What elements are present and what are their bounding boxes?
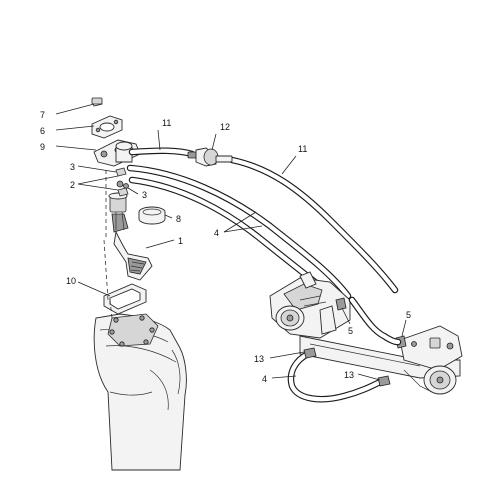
callout-5-left: 5 bbox=[348, 326, 353, 336]
callout-6: 6 bbox=[40, 126, 45, 136]
callout-11-right: 11 bbox=[298, 144, 307, 154]
hose-right-connection bbox=[348, 296, 402, 346]
tank-flange bbox=[107, 313, 159, 347]
nut bbox=[91, 97, 103, 107]
fuel-tank bbox=[93, 313, 187, 471]
fuel-pump-assembly bbox=[103, 170, 153, 319]
hose-clamps-and-fittings bbox=[115, 167, 129, 197]
callout-10: 10 bbox=[66, 276, 76, 286]
gasket bbox=[103, 283, 147, 315]
callout-4-lower: 4 bbox=[262, 374, 267, 384]
callout-7: 7 bbox=[40, 110, 45, 120]
callout-13-right: 13 bbox=[344, 370, 354, 380]
callout-12: 12 bbox=[220, 122, 230, 132]
clamp-ring bbox=[138, 206, 166, 225]
pump-cover-flange bbox=[93, 139, 141, 167]
hose-clamp-5-left bbox=[335, 297, 347, 311]
hose-clamp-13-right bbox=[377, 375, 391, 387]
callout-4-upper: 4 bbox=[214, 228, 219, 238]
callout-11-upper: 11 bbox=[162, 118, 171, 128]
hose-clamp-13-left bbox=[303, 347, 317, 359]
callout-8: 8 bbox=[176, 214, 181, 224]
hose-4-crossover bbox=[287, 350, 384, 403]
callout-3-upper: 3 bbox=[70, 162, 75, 172]
inline-fuel-filter bbox=[187, 147, 233, 167]
callout-1: 1 bbox=[178, 236, 183, 246]
callout-5-right: 5 bbox=[406, 310, 411, 320]
callout-13-left: 13 bbox=[254, 354, 264, 364]
callout-3-lower: 3 bbox=[142, 190, 147, 200]
throttle-body-assembly bbox=[269, 271, 463, 395]
retaining-flange bbox=[91, 115, 123, 139]
callout-9: 9 bbox=[40, 142, 45, 152]
callout-2: 2 bbox=[70, 180, 75, 190]
callout-leaders bbox=[55, 103, 407, 381]
